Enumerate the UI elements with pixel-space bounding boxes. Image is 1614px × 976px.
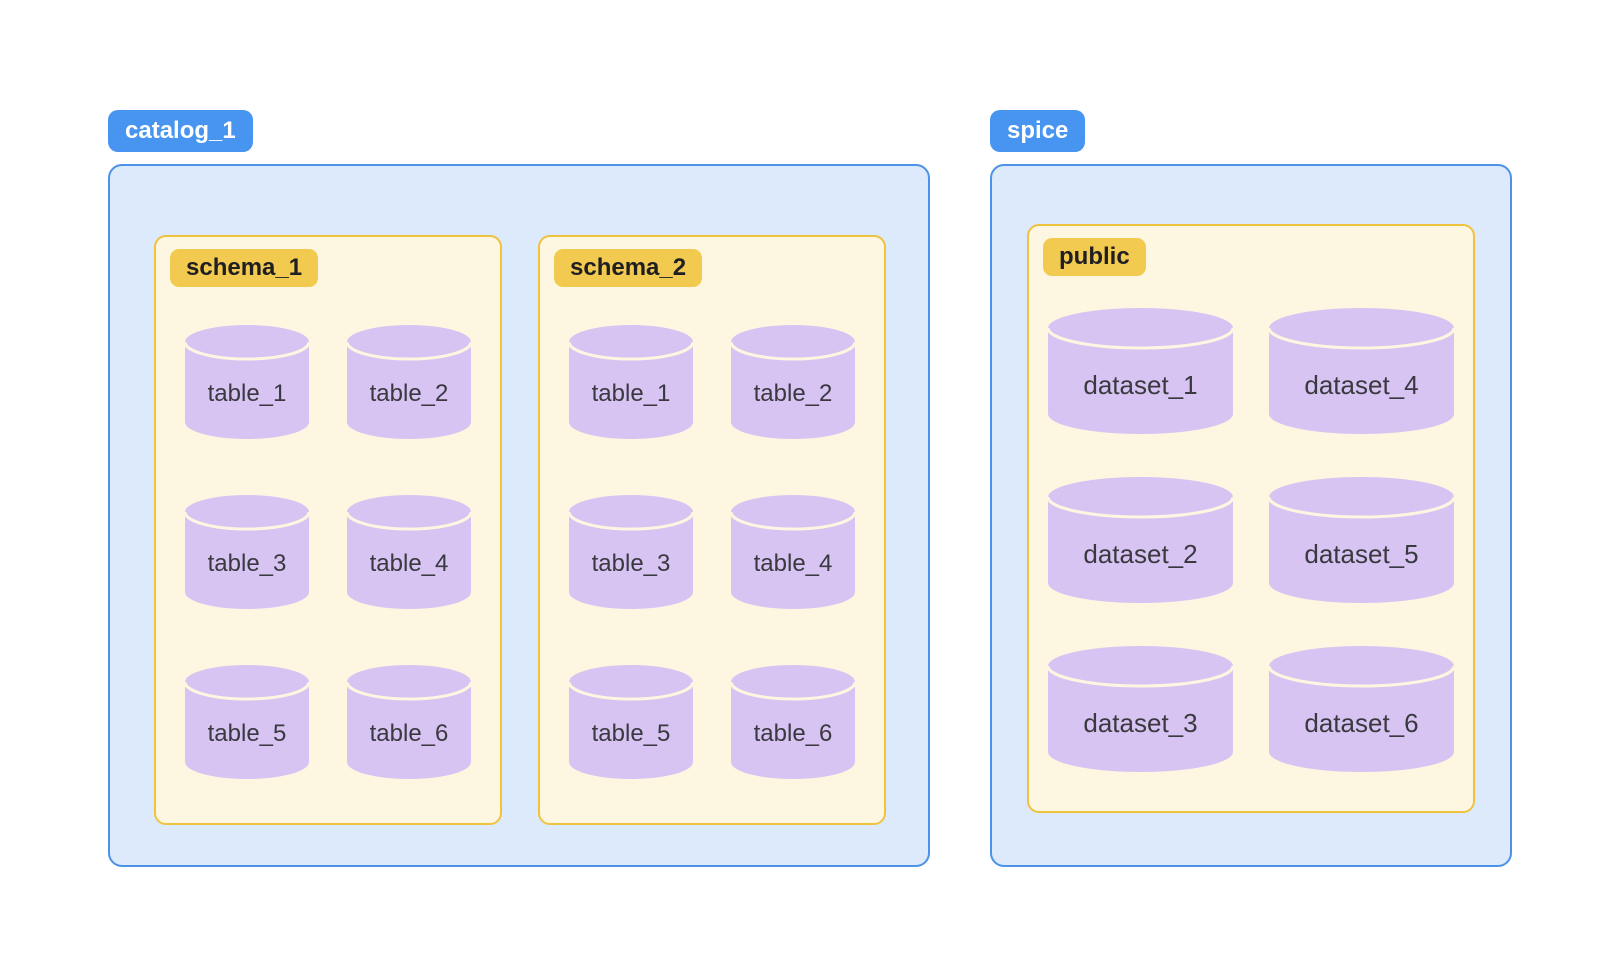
table-label: table_3: [591, 550, 671, 577]
dataset-node: dataset_5: [1269, 477, 1454, 603]
schema-2-badge: schema_2: [554, 249, 703, 287]
table-label: table_6: [369, 720, 449, 747]
dataset-node: dataset_6: [1269, 646, 1454, 772]
spice-group: spice public dataset_1 dataset_2 datase: [990, 110, 1512, 867]
database-cylinder-icon: [1269, 477, 1454, 603]
table-node: table_6: [347, 665, 471, 779]
database-cylinder-icon: [347, 495, 471, 609]
catalog-badge: catalog_1: [108, 110, 253, 152]
dataset-node: dataset_1: [1048, 308, 1233, 434]
database-cylinder-icon: [569, 495, 693, 609]
schema-box-1: schema_1 table_1 table_2 table_3: [154, 235, 502, 825]
database-cylinder-icon: [569, 325, 693, 439]
table-label: table_5: [207, 720, 287, 747]
table-label: table_1: [207, 380, 287, 407]
database-cylinder-icon: [731, 665, 855, 779]
database-cylinder-icon: [1269, 646, 1454, 772]
database-cylinder-icon: [347, 665, 471, 779]
table-label: table_2: [753, 380, 833, 407]
dataset-label: dataset_6: [1304, 707, 1419, 738]
table-label: table_1: [591, 380, 671, 407]
schema-box-2: schema_2 table_1 table_2 table_3: [538, 235, 886, 825]
table-node: table_1: [569, 325, 693, 439]
dataset-node: dataset_3: [1048, 646, 1233, 772]
table-node: table_6: [731, 665, 855, 779]
dataset-label: dataset_3: [1083, 707, 1198, 738]
database-cylinder-icon: [731, 495, 855, 609]
public-dataset-grid: dataset_1 dataset_2 dataset_3 dataset_4: [1043, 308, 1459, 772]
spice-badge: spice: [990, 110, 1086, 152]
table-label: table_2: [369, 380, 449, 407]
table-label: table_3: [207, 550, 287, 577]
table-node: table_3: [569, 495, 693, 609]
database-cylinder-icon: [1048, 646, 1233, 772]
table-node: table_4: [731, 495, 855, 609]
table-label: table_4: [369, 550, 449, 577]
database-cylinder-icon: [185, 665, 309, 779]
catalog-container: schema_1 table_1 table_2 table_3: [108, 164, 930, 867]
table-node: table_2: [731, 325, 855, 439]
database-cylinder-icon: [731, 325, 855, 439]
table-node: table_5: [185, 665, 309, 779]
dataset-label: dataset_5: [1304, 538, 1419, 569]
spice-container: public dataset_1 dataset_2 dataset_3: [990, 164, 1512, 867]
schema-2-table-grid: table_1 table_2 table_3 table_4: [554, 325, 870, 779]
database-cylinder-icon: [569, 665, 693, 779]
catalog-group: catalog_1 schema_1 table_1 table_2 tabl: [108, 110, 930, 867]
database-cylinder-icon: [185, 325, 309, 439]
schema-1-badge: schema_1: [170, 249, 319, 287]
dataset-node: dataset_4: [1269, 308, 1454, 434]
dataset-label: dataset_1: [1083, 369, 1198, 400]
dataset-label: dataset_2: [1083, 538, 1198, 569]
database-cylinder-icon: [347, 325, 471, 439]
table-node: table_3: [185, 495, 309, 609]
database-cylinder-icon: [185, 495, 309, 609]
table-label: table_5: [591, 720, 671, 747]
dataset-label: dataset_4: [1304, 369, 1419, 400]
schema-1-table-grid: table_1 table_2 table_3 table_4: [170, 325, 486, 779]
public-badge: public: [1043, 238, 1146, 276]
table-label: table_4: [753, 550, 833, 577]
table-node: table_2: [347, 325, 471, 439]
dataset-node: dataset_2: [1048, 477, 1233, 603]
table-label: table_6: [753, 720, 833, 747]
table-node: table_1: [185, 325, 309, 439]
table-node: table_5: [569, 665, 693, 779]
database-cylinder-icon: [1269, 308, 1454, 434]
table-node: table_4: [347, 495, 471, 609]
database-cylinder-icon: [1048, 477, 1233, 603]
database-cylinder-icon: [1048, 308, 1233, 434]
public-schema-box: public dataset_1 dataset_2 dataset_3: [1027, 224, 1475, 813]
